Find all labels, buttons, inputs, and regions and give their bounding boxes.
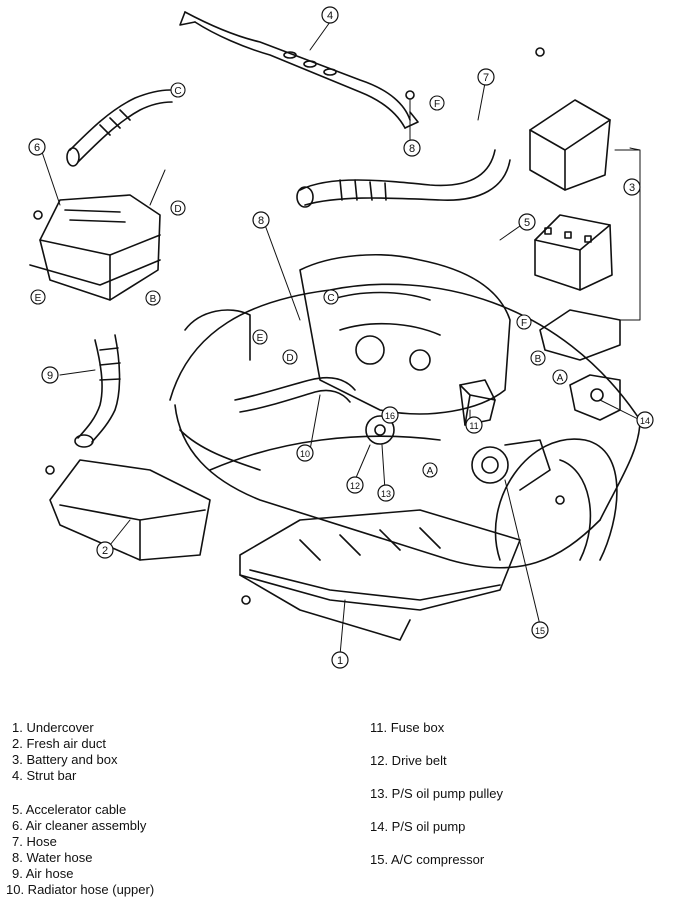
legend-item: 14. P/S oil pump: [370, 819, 466, 834]
car-body-outline: [169, 283, 641, 569]
legend-item: 12. Drive belt: [370, 753, 447, 768]
fuse-box: [459, 379, 496, 426]
engine-removal-diagram: 4 6 3 7 5 8 9 10 12 13 11 15 2 1 14 8 16: [28, 6, 654, 669]
strut-bar: [179, 11, 419, 129]
front-wheel: [494, 438, 618, 561]
air-cleaner-assembly: [29, 194, 161, 301]
intake-duct: [296, 149, 511, 208]
legend-item: 13. P/S oil pump pulley: [370, 786, 503, 801]
letter-e-2: E: [257, 333, 264, 344]
callout-13: 13: [381, 489, 391, 499]
callout-4: 4: [327, 10, 333, 22]
letter-e-1: E: [35, 293, 42, 304]
callout-15: 15: [535, 626, 545, 636]
callouts: 4 6 3 7 5 8 9 10 12 13 11 15 2 1 14 8 16: [28, 6, 654, 669]
callout-11: 11: [469, 421, 478, 431]
legend-item: 3. Battery and box: [12, 752, 118, 767]
letter-d-1: D: [174, 204, 181, 215]
fasteners: [33, 47, 565, 605]
callout-9: 9: [47, 370, 53, 382]
callout-2: 2: [102, 545, 108, 557]
letter-c-1: C: [174, 86, 181, 97]
letter-d-2: D: [286, 353, 293, 364]
legend-left: 1. Undercover 2. Fresh air duct 3. Batte…: [6, 720, 312, 898]
callout-8-hose: 8: [409, 143, 415, 155]
battery-and-box: [529, 99, 621, 361]
radiator-hose-upper: [234, 376, 356, 413]
legend-item: 6. Air cleaner assembly: [12, 818, 147, 833]
callout-16: 16: [385, 411, 395, 421]
legend-item: 1. Undercover: [12, 720, 94, 735]
callout-1: 1: [337, 655, 343, 667]
legend-item: 2. Fresh air duct: [12, 736, 106, 751]
letter-f-1: F: [434, 99, 440, 110]
legend-item: 10. Radiator hose (upper): [6, 882, 155, 897]
air-hose-upper: [66, 89, 173, 167]
letter-b-2: B: [535, 354, 542, 365]
ps-oil-pump: [569, 374, 621, 421]
callout-7: 7: [483, 72, 489, 84]
connection-letters: C C D D E E F F A A B B: [30, 82, 568, 478]
engine-block: [299, 254, 511, 415]
callout-14: 14: [640, 416, 650, 426]
ps-oil-pump-pulley: [365, 415, 395, 445]
callout-10: 10: [300, 449, 310, 459]
callout-5: 5: [524, 217, 530, 229]
legend-item: 8. Water hose: [12, 850, 93, 865]
fresh-air-duct: [49, 459, 211, 561]
callout-3: 3: [629, 182, 635, 194]
undercover: [239, 509, 521, 641]
letter-a-2: A: [557, 373, 564, 384]
legend-item: 5. Accelerator cable: [12, 802, 127, 817]
callout-12: 12: [350, 481, 360, 491]
letter-f-2: F: [521, 318, 527, 329]
letter-a-1: A: [427, 466, 434, 477]
callout-6: 6: [34, 142, 40, 154]
legend-item: 7. Hose: [12, 834, 57, 849]
legend-item: 15. A/C compressor: [370, 852, 485, 867]
leader-lines: [41, 21, 641, 656]
legend-item: 4. Strut bar: [12, 768, 77, 783]
ac-compressor: [471, 439, 551, 491]
letter-b-1: B: [150, 294, 157, 305]
letter-c-2: C: [327, 293, 334, 304]
legend-item: 11. Fuse box: [370, 720, 445, 735]
callout-8: 8: [258, 215, 264, 227]
air-hose-lower: [74, 334, 121, 448]
legend-item: 9. Air hose: [12, 866, 74, 881]
legend-right: 11. Fuse box 12. Drive belt 13. P/S oil …: [370, 720, 670, 885]
